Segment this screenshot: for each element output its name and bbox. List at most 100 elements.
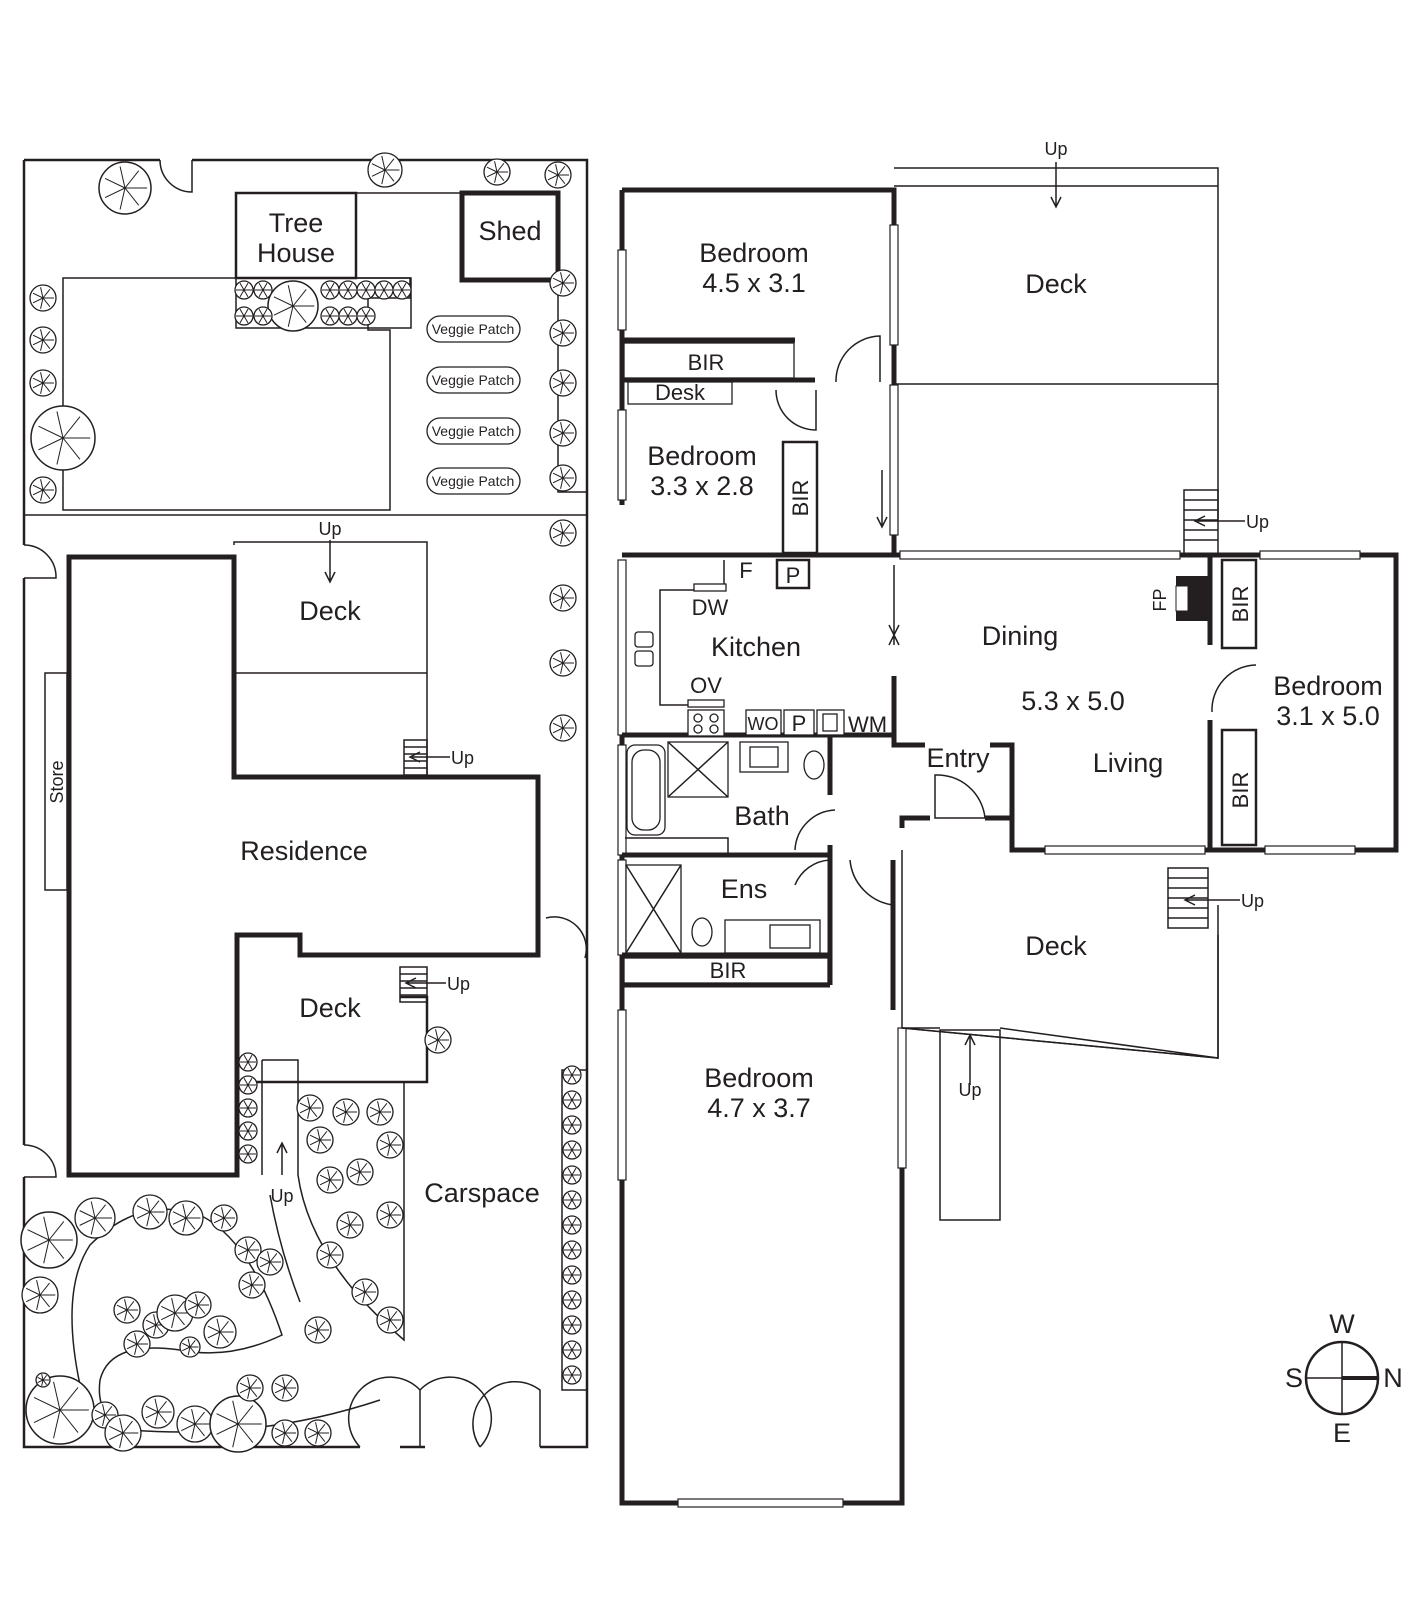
tree-spoke [494, 161, 498, 173]
burner [693, 724, 703, 734]
tree-spoke [567, 1067, 573, 1076]
tree-spoke [171, 1312, 176, 1329]
deck-south-edge [901, 850, 1219, 1059]
tree-spoke [269, 1261, 278, 1271]
bath-door[interactable] [794, 809, 836, 851]
tree-spoke [243, 1130, 249, 1139]
bir-4-label: BIR [1228, 772, 1253, 809]
tree-spoke [104, 1406, 113, 1416]
window [889, 384, 899, 536]
fireplace-opening [1175, 585, 1189, 612]
tree-spoke [32, 334, 44, 341]
bedroom-1-size: 4.5 x 3.1 [702, 268, 806, 298]
tree-spoke [329, 1246, 338, 1256]
tree-spoke [309, 1139, 321, 1146]
deck-north-stair-up-label: Up [1246, 512, 1269, 532]
tree-spoke [384, 158, 395, 171]
tree-spoke [32, 339, 44, 346]
tree-spoke [187, 1299, 199, 1306]
tree-spoke [243, 1146, 249, 1155]
tree-spoke [567, 1267, 573, 1276]
burner [709, 724, 719, 734]
tree-spoke [347, 1214, 351, 1226]
tree-spoke [239, 308, 245, 317]
tree-spoke [282, 1387, 286, 1399]
tree-spoke [187, 1346, 191, 1356]
tree-spoke [104, 177, 126, 189]
tree-spoke [361, 315, 367, 324]
hall-door[interactable] [849, 859, 894, 906]
bedroom-1-door[interactable] [835, 335, 881, 383]
tree-spoke [299, 1107, 311, 1114]
tree-spoke [42, 339, 51, 349]
tree-spoke [32, 292, 44, 299]
veggie-patch-label: Veggie Patch [432, 372, 515, 388]
burner [693, 713, 703, 723]
tree-spoke [149, 1211, 160, 1224]
tree-spoke [216, 1423, 239, 1435]
oven-box [687, 699, 725, 708]
tree-spoke [237, 1405, 254, 1425]
tree-spoke [94, 1409, 106, 1416]
site-boundary [22, 158, 589, 1449]
tree-spoke [365, 315, 371, 324]
window [1044, 845, 1206, 855]
tree-spoke [282, 1377, 286, 1389]
tree-spoke [335, 1111, 347, 1118]
tree-spoke [104, 187, 126, 199]
tree-spoke [223, 1217, 232, 1227]
tree-spoke [560, 597, 564, 609]
tree-spoke [269, 1253, 278, 1263]
tree-spoke [307, 1329, 319, 1336]
tree-spoke [486, 166, 498, 173]
interior-walls [622, 337, 1213, 1010]
bedroom-2-door[interactable] [775, 389, 817, 431]
bedroom-3-door[interactable] [1211, 664, 1257, 713]
window [677, 1498, 844, 1508]
tree-spoke [347, 315, 353, 324]
tree-spoke [43, 1239, 50, 1264]
tree-spoke [329, 315, 335, 324]
tree-spoke [42, 382, 51, 392]
tree-spoke [243, 1084, 249, 1093]
tree-spoke [562, 282, 571, 292]
deck-south-label: Deck [1025, 931, 1087, 961]
tree-spoke [243, 1100, 249, 1109]
tree-spoke [249, 1387, 258, 1397]
tree-spoke [560, 467, 564, 479]
tree-spoke [90, 1217, 96, 1235]
tree-spoke [194, 1411, 205, 1425]
ensuite-basin [769, 924, 811, 949]
deck-top-side-arrow [408, 751, 450, 763]
tree-spoke [136, 1335, 145, 1345]
tree-spoke [347, 1224, 351, 1236]
burner [709, 713, 719, 723]
entry-door[interactable] [934, 774, 986, 819]
ramp-up-arrow [964, 1033, 976, 1085]
tree-spoke [496, 171, 505, 181]
tree-spoke [174, 1300, 185, 1314]
tree-spoke [154, 1411, 159, 1426]
tree-spoke [239, 282, 245, 291]
tree-spoke [309, 1107, 318, 1117]
tree-spoke [567, 1192, 573, 1201]
ensuite-door[interactable] [794, 859, 831, 886]
tree-spoke [562, 524, 571, 534]
tree-spoke [195, 1304, 199, 1316]
tree-spoke [191, 1408, 196, 1425]
tree-spoke [325, 315, 331, 324]
tree-spoke [153, 1324, 157, 1336]
tree-spoke [237, 1423, 254, 1443]
tree-spoke [369, 1106, 381, 1113]
tree-spoke [124, 1299, 128, 1311]
tree-spoke [174, 1312, 185, 1326]
tree-spoke [33, 1409, 61, 1423]
tree-spoke [560, 662, 564, 674]
tree-spoke [343, 308, 349, 317]
tree-spoke [562, 662, 571, 672]
tree-spoke [567, 1099, 573, 1108]
tree-spoke [552, 597, 564, 604]
path-up-label: Up [270, 1186, 293, 1206]
desk-label: Desk [655, 380, 706, 405]
window [889, 224, 899, 346]
